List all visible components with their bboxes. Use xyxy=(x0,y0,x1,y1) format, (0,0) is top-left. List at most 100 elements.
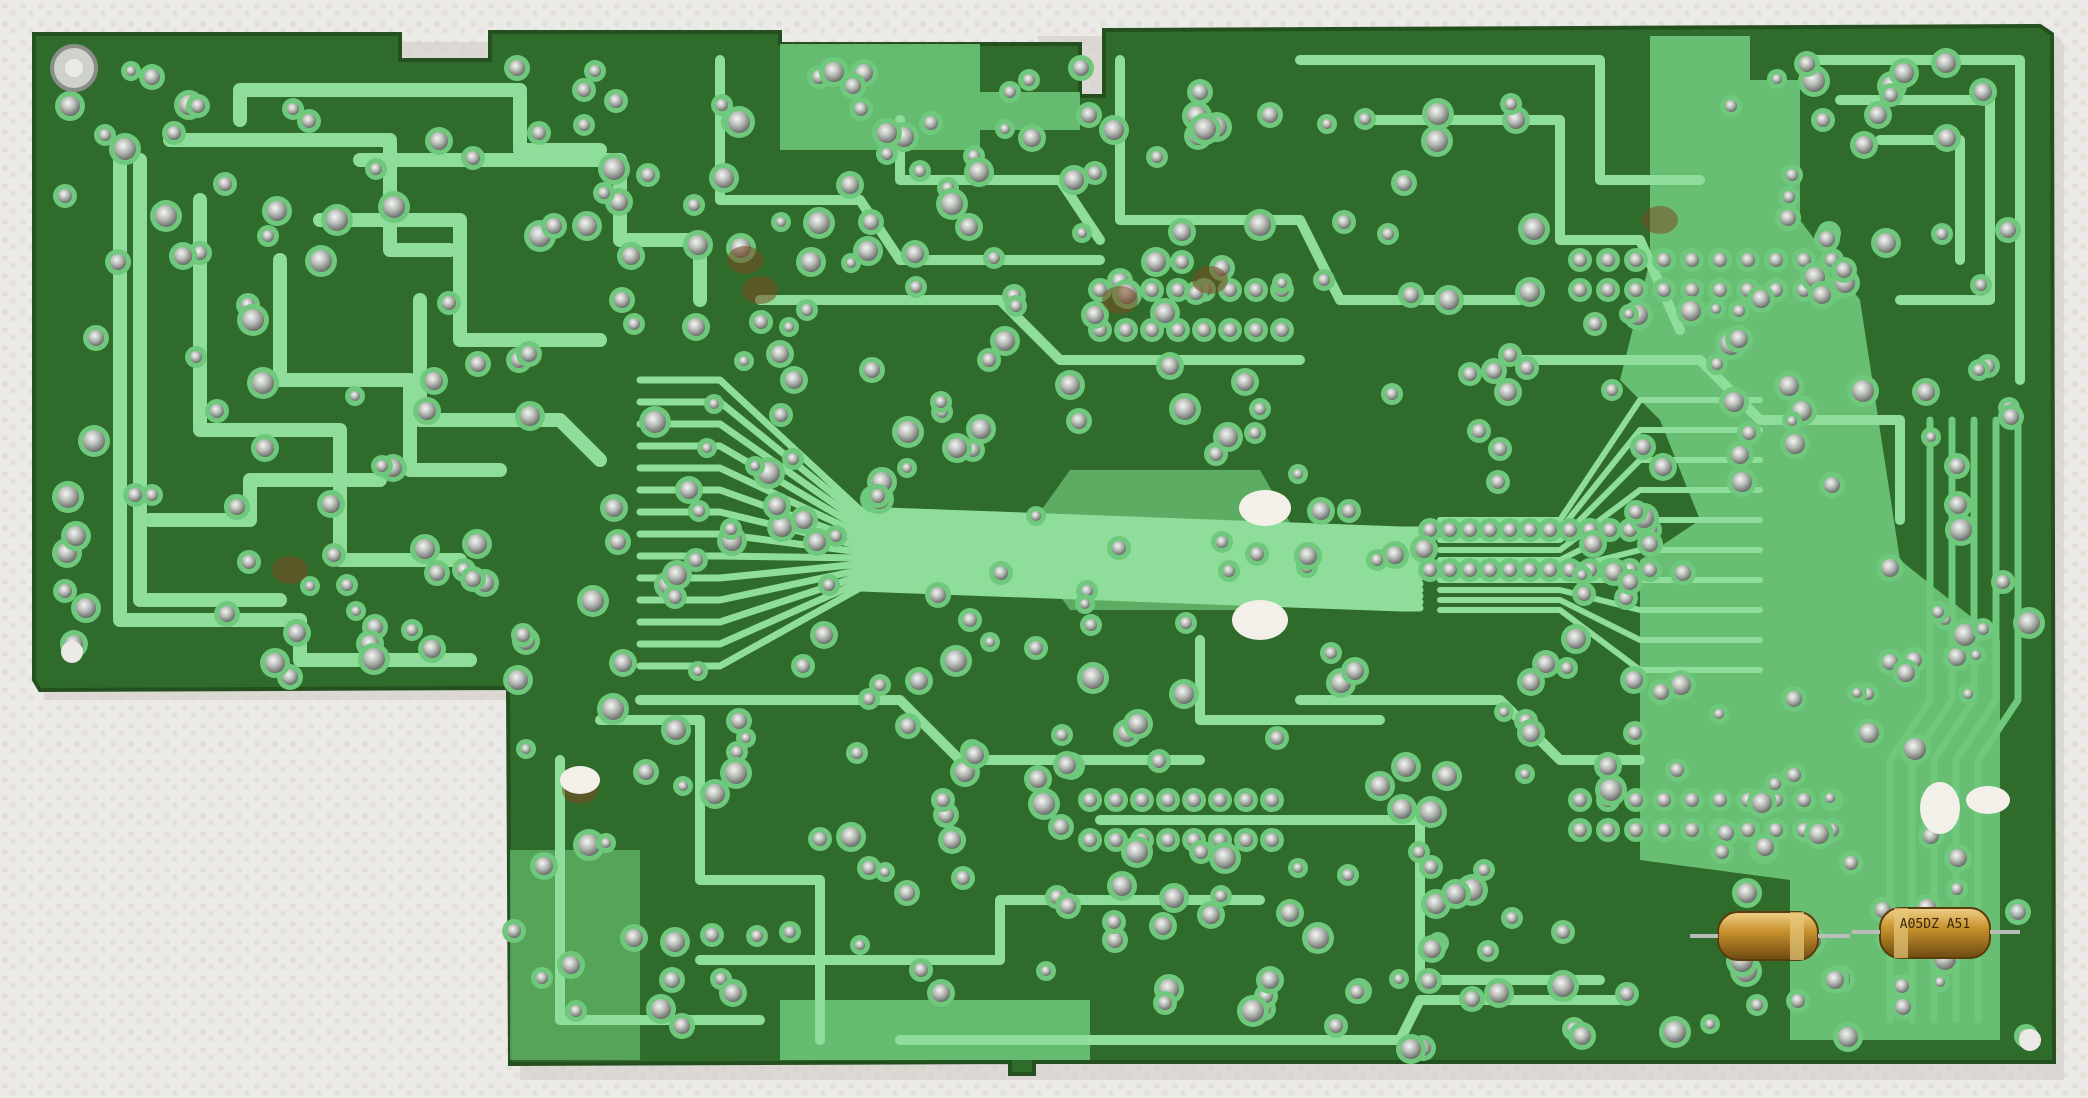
solder-joint xyxy=(728,111,750,133)
solder-joint xyxy=(776,217,786,227)
solder-joint xyxy=(808,212,830,234)
solder-joint xyxy=(687,318,705,336)
solder-joint xyxy=(1625,671,1643,689)
solder-joint xyxy=(1711,304,1721,314)
solder-joint xyxy=(864,362,880,378)
solder-joint xyxy=(578,834,600,856)
trace-lower xyxy=(695,895,1265,965)
solder-joint xyxy=(705,928,719,942)
solder-joint xyxy=(1192,84,1208,100)
solder-joint xyxy=(302,114,316,128)
solder-joint xyxy=(1164,888,1184,908)
ic-pin-joint xyxy=(1423,523,1437,537)
solder-joint xyxy=(754,315,768,329)
solder-joint xyxy=(680,481,698,499)
solder-joint xyxy=(1155,303,1175,323)
solder-joint xyxy=(1824,477,1840,493)
solder-joint xyxy=(1537,655,1555,673)
solder-joint xyxy=(1780,210,1796,226)
solder-joint xyxy=(1654,458,1672,476)
solder-joint xyxy=(823,579,835,591)
solder-joint xyxy=(1174,684,1194,704)
solder-joint xyxy=(945,650,967,672)
solder-joint xyxy=(1791,994,1805,1008)
solder-joint xyxy=(1029,770,1047,788)
ic-pin-joint xyxy=(1629,283,1643,297)
solder-joint xyxy=(1731,446,1749,464)
solder-joint xyxy=(1318,274,1330,286)
solder-joint xyxy=(1671,675,1691,695)
solder-joint xyxy=(846,258,856,268)
solder-joint xyxy=(665,932,685,952)
solder-joint xyxy=(1642,536,1658,552)
solder-joint xyxy=(425,372,443,390)
solder-joint xyxy=(535,857,553,875)
solder-joint xyxy=(1307,927,1329,949)
ic-pin-joint xyxy=(1797,793,1811,807)
solder-joint xyxy=(146,489,158,501)
ic-pin-joint xyxy=(1443,563,1457,577)
solder-joint xyxy=(76,598,96,618)
ic-pin-joint xyxy=(1275,323,1289,337)
bus-trace xyxy=(1437,587,1763,613)
solder-joint xyxy=(1420,801,1442,823)
solder-joint xyxy=(1881,559,1899,577)
solder-joint xyxy=(1624,309,1634,319)
solder-joint xyxy=(1884,88,1898,102)
solder-joint xyxy=(1033,793,1055,815)
ic-pin-joint xyxy=(1197,323,1211,337)
solder-joint xyxy=(877,123,897,143)
solder-joint xyxy=(610,534,626,550)
solder-joint xyxy=(1086,306,1104,324)
bus-trace xyxy=(636,566,1424,604)
solder-joint xyxy=(1031,511,1041,521)
solder-joint xyxy=(787,453,799,465)
solder-joint xyxy=(1737,883,1757,903)
solder-joint xyxy=(589,65,601,77)
bus-trace xyxy=(636,560,1424,588)
solder-joint xyxy=(1312,502,1330,520)
solder-joint xyxy=(1996,575,2010,589)
ic-pin-joint xyxy=(1463,563,1477,577)
solder-joint xyxy=(1249,214,1271,236)
solder-joint xyxy=(1486,363,1502,379)
solder-joint xyxy=(1556,925,1570,939)
solder-joint xyxy=(899,885,915,901)
solder-joint xyxy=(966,746,984,764)
ic-pin-joint xyxy=(1265,793,1279,807)
solder-joint xyxy=(1904,738,1926,760)
trace-right xyxy=(1886,416,1934,1024)
copper-traces xyxy=(113,55,2025,1045)
solder-joint xyxy=(715,973,727,985)
solder-joint xyxy=(1622,574,1638,590)
solder-joint xyxy=(602,698,624,720)
solder-joint xyxy=(1670,763,1684,777)
solder-joint xyxy=(1635,439,1651,455)
solder-joint xyxy=(418,402,436,420)
solder-joint xyxy=(1071,413,1087,429)
solder-joint xyxy=(625,929,643,947)
solder-joint xyxy=(1628,726,1642,740)
solder-joint xyxy=(1146,252,1166,272)
solder-joint xyxy=(1725,100,1737,112)
solder-joint xyxy=(406,624,418,636)
solder-joint xyxy=(1394,974,1404,984)
flux-stain xyxy=(742,276,778,304)
solder-joint xyxy=(1396,175,1412,191)
solder-joint xyxy=(1056,729,1068,741)
solder-joint xyxy=(750,461,760,471)
solder-joint xyxy=(267,201,287,221)
solder-joint xyxy=(731,713,747,729)
solder-joint xyxy=(1975,279,1987,291)
solder-joint xyxy=(1218,427,1238,447)
solder-joint xyxy=(218,177,232,191)
ic-pin-joint xyxy=(1161,793,1175,807)
solder-joint xyxy=(1342,504,1356,518)
ic-pin-joint xyxy=(1093,283,1107,297)
solder-joint xyxy=(1250,547,1264,561)
solder-joint xyxy=(1785,434,1805,454)
ic-pin-joint xyxy=(1223,283,1237,297)
solder-joint xyxy=(1715,845,1729,859)
solder-joint xyxy=(415,539,435,559)
solder-joint xyxy=(1023,74,1035,86)
